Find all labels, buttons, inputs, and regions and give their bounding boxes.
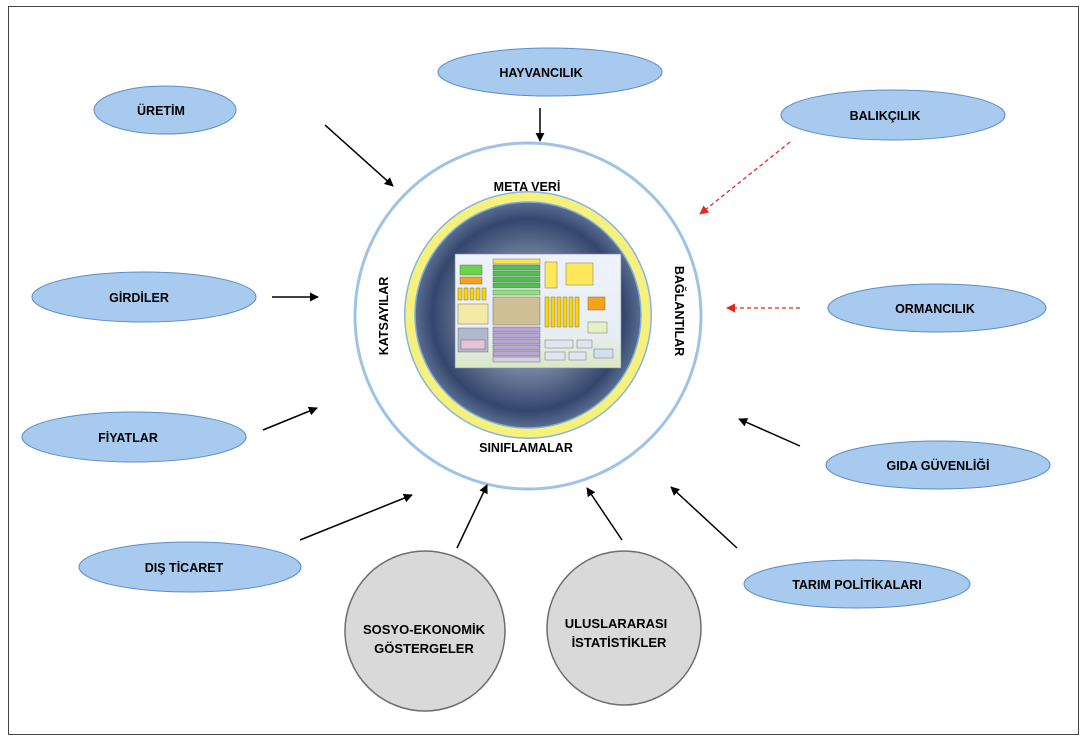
thumbnail-block <box>562 296 568 328</box>
node-gida-guvenligi: GIDA GÜVENLİĞİ <box>825 440 1051 490</box>
center-label-katsayilar: KATSAYILAR <box>377 277 391 355</box>
thumbnail-block <box>568 351 587 361</box>
thumbnail-block <box>556 296 562 328</box>
node-ellipse <box>93 85 237 135</box>
node-ormancilik: ORMANCILIK <box>827 283 1047 333</box>
thumbnail-block <box>568 296 574 328</box>
node-label-uretim: ÜRETİM <box>137 103 185 118</box>
thumbnail-block <box>544 339 574 349</box>
arrow-fiyatlar <box>262 406 318 431</box>
thumbnail-block <box>459 264 483 276</box>
arrow-uluslararasi <box>586 487 623 541</box>
thumbnail-block <box>469 287 475 301</box>
node-label-uluslararasi-line1: ULUSLARARASI <box>565 616 668 631</box>
thumbnail-block <box>460 339 486 350</box>
thumbnail-block <box>492 289 541 296</box>
thumbnail-block <box>574 296 580 328</box>
thumbnail-block <box>565 262 594 286</box>
node-label-tarim-politikalari: TARIM POLİTİKALARI <box>792 577 922 592</box>
node-sosyo-ekonomik: SOSYO-EKONOMİK GÖSTERGELER <box>344 550 506 712</box>
node-label-sosyo-ekonomik-line1: SOSYO-EKONOMİK <box>363 622 486 637</box>
thumbnail-block <box>481 287 487 301</box>
thumbnail-block <box>587 296 606 311</box>
node-ellipse <box>437 47 663 97</box>
arrow-dis-ticaret <box>299 493 413 541</box>
thumbnail-block <box>544 261 558 289</box>
center-label-siniflamalar: SINIFLAMALAR <box>479 441 573 455</box>
node-ellipse <box>743 559 971 609</box>
thumbnail-block <box>492 282 541 289</box>
node-label-sosyo-ekonomik-line2: GÖSTERGELER <box>374 641 474 656</box>
node-label-balikcilik: BALIKÇILIK <box>850 109 921 123</box>
node-ellipse <box>21 411 247 463</box>
thumbnail-block <box>544 296 550 328</box>
node-balikcilik: BALIKÇILIK <box>780 89 1006 141</box>
node-circle <box>546 550 702 706</box>
thumbnail-block <box>576 339 593 349</box>
node-ellipse <box>78 541 302 593</box>
thumbnail-block <box>492 350 541 357</box>
thumbnail-block <box>492 276 541 283</box>
node-circle <box>344 550 506 712</box>
inner-disk-yellow-ring <box>405 192 651 438</box>
thumbnail-block <box>463 287 469 301</box>
node-label-hayvancilik: HAYVANCILIK <box>499 66 582 80</box>
system-thumbnail <box>454 253 622 369</box>
thumbnail-block <box>492 296 541 326</box>
node-label-ormancilik: ORMANCILIK <box>895 302 975 316</box>
thumbnail-block <box>492 258 541 265</box>
thumbnail-block <box>459 276 483 285</box>
thumbnail-block <box>492 270 541 277</box>
center-label-meta-veri: META VERİ <box>494 179 561 194</box>
arrow-tarim-politikalari <box>670 486 738 549</box>
thumbnail-block <box>587 321 608 334</box>
node-label-gida-guvenligi: GIDA GÜVENLİĞİ <box>886 458 989 473</box>
thumbnail-block <box>544 351 566 361</box>
thumbnail-block <box>457 287 463 301</box>
thumbnail-block <box>492 332 541 339</box>
node-uretim: ÜRETİM <box>93 85 237 135</box>
arrow-gida-guvenligi <box>738 418 801 447</box>
node-ellipse <box>827 283 1047 333</box>
node-label-uluslararasi-line2: İSTATİSTİKLER <box>572 635 667 650</box>
node-tarim-politikalari: TARIM POLİTİKALARI <box>743 559 971 609</box>
thumbnail-block <box>457 303 489 325</box>
arrow-sosyo-ekonomik <box>456 484 488 549</box>
node-label-girdiler: GİRDİLER <box>109 290 169 305</box>
node-uluslararasi: ULUSLARARASI İSTATİSTİKLER <box>546 550 702 706</box>
outer-ring <box>353 141 703 491</box>
node-dis-ticaret: DIŞ TİCARET <box>78 541 302 593</box>
thumbnail-block <box>492 356 541 363</box>
node-ellipse <box>825 440 1051 490</box>
arrow-balikcilik <box>699 141 791 215</box>
arrow-uretim <box>324 124 394 187</box>
thumbnail-block <box>593 348 614 359</box>
thumbnail-block <box>492 326 541 333</box>
node-fiyatlar: FİYATLAR <box>21 411 247 463</box>
center-label-baglantilar: BAĞLANTILAR <box>672 266 687 356</box>
thumbnail-block <box>492 264 541 271</box>
node-girdiler: GİRDİLER <box>31 271 257 323</box>
thumbnail-block <box>550 296 556 328</box>
node-hayvancilik: HAYVANCILIK <box>437 47 663 97</box>
thumbnail-block <box>492 338 541 345</box>
node-label-fiyatlar: FİYATLAR <box>98 430 158 445</box>
node-ellipse <box>31 271 257 323</box>
thumbnail-block <box>475 287 481 301</box>
node-label-dis-ticaret: DIŞ TİCARET <box>145 560 224 575</box>
thumbnail-block <box>492 344 541 351</box>
node-ellipse <box>780 89 1006 141</box>
